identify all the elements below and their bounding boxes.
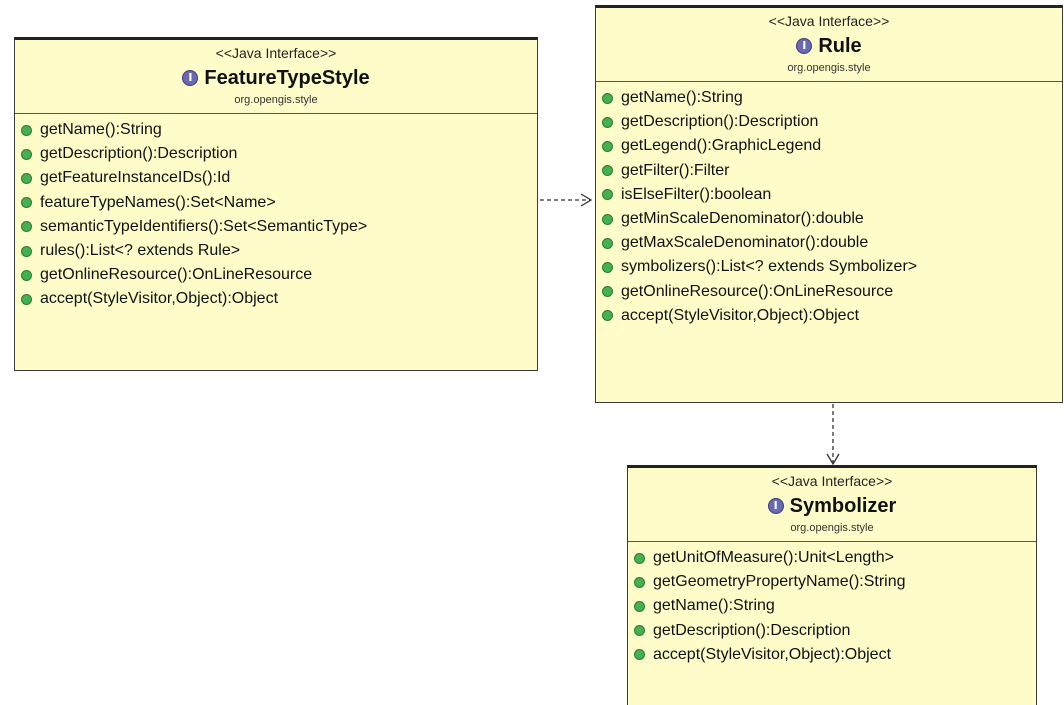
interface-box-featuretypestyle[interactable]: <<Java Interface>> I FeatureTypeStyle or… — [14, 37, 538, 371]
operation-item[interactable]: getFeatureInstanceIDs():Id — [21, 166, 531, 190]
operation-signature: getLegend():GraphicLegend — [621, 137, 822, 155]
interface-title: I FeatureTypeStyle — [19, 65, 533, 91]
public-method-icon — [21, 245, 32, 257]
interface-header: <<Java Interface>> I Rule org.opengis.st… — [596, 8, 1062, 82]
package-label: org.opengis.style — [787, 62, 871, 74]
interface-name: Symbolizer — [789, 495, 897, 517]
operation-item[interactable]: getOnlineResource():OnLineResource — [21, 263, 531, 287]
operations-list: getName():String getDescription():Descri… — [15, 114, 537, 316]
operation-signature: accept(StyleVisitor,Object):Object — [621, 306, 860, 324]
operation-signature: getMinScaleDenominator():double — [621, 210, 864, 228]
interface-header: <<Java Interface>> I FeatureTypeStyle or… — [15, 40, 537, 114]
arrowhead-to-symbolizer — [826, 453, 840, 466]
public-method-icon — [21, 124, 32, 136]
public-method-icon — [634, 649, 645, 661]
operation-signature: getUnitOfMeasure():Unit<Length> — [653, 549, 895, 566]
operation-item[interactable]: getName():String — [602, 86, 1056, 110]
operation-signature: isElseFilter():boolean — [621, 185, 772, 203]
operation-item[interactable]: getMinScaleDenominator():double — [602, 207, 1056, 231]
public-method-icon — [602, 141, 613, 152]
package-label: org.opengis.style — [790, 522, 874, 534]
operation-signature: symbolizers():List<? extends Symbolizer> — [621, 258, 918, 276]
operation-item[interactable]: getMaxScaleDenominator():double — [602, 231, 1056, 255]
operation-item[interactable]: getLegend():GraphicLegend — [602, 134, 1056, 158]
interface-box-symbolizer[interactable]: <<Java Interface>> I Symbolizer org.open… — [627, 465, 1037, 705]
operation-item[interactable]: featureTypeNames():Set<Name> — [21, 191, 531, 215]
public-method-icon — [634, 625, 645, 637]
interface-i-icon: I — [796, 38, 813, 54]
operation-signature: getDescription():Description — [653, 621, 851, 639]
interface-name: Rule — [818, 35, 862, 57]
public-method-icon — [602, 286, 613, 298]
public-method-icon — [602, 189, 613, 201]
public-method-icon — [634, 601, 645, 612]
operations-list: getName():String getDescription():Descri… — [596, 82, 1062, 332]
interface-title: I Rule — [600, 33, 1058, 59]
operation-item[interactable]: symbolizers():List<? extends Symbolizer> — [602, 255, 1056, 279]
public-method-icon — [21, 269, 32, 281]
public-method-icon — [21, 148, 32, 160]
operation-signature: getFeatureInstanceIDs():Id — [40, 169, 231, 187]
operations-list: getUnitOfMeasure():Unit<Length> getGeome… — [628, 542, 1036, 671]
operation-signature: getDescription():Description — [40, 145, 238, 163]
operation-item[interactable]: getName():String — [634, 594, 1030, 618]
operation-signature: getMaxScaleDenominator():double — [621, 234, 869, 252]
public-method-icon — [602, 165, 613, 177]
operation-item[interactable]: getName():String — [21, 118, 531, 142]
operation-signature: accept(StyleVisitor,Object):Object — [653, 645, 892, 663]
operation-signature: semanticTypeIdentifiers():Set<SemanticTy… — [40, 217, 368, 235]
interface-i-icon: I — [767, 498, 784, 514]
operation-item[interactable]: getUnitOfMeasure():Unit<Length> — [634, 546, 1030, 570]
operation-signature: featureTypeNames():Set<Name> — [40, 193, 276, 211]
public-method-icon — [21, 197, 32, 209]
public-method-icon — [602, 310, 613, 322]
operation-item[interactable]: accept(StyleVisitor,Object):Object — [602, 304, 1056, 328]
public-method-icon — [21, 221, 32, 233]
operation-signature: getName():String — [621, 89, 743, 106]
operation-signature: getOnlineResource():OnLineResource — [40, 266, 313, 284]
operation-item[interactable]: getDescription():Description — [634, 619, 1030, 643]
stereotype-label: <<Java Interface>> — [215, 45, 337, 61]
public-method-icon — [602, 262, 613, 274]
operation-item[interactable]: isElseFilter():boolean — [602, 183, 1056, 207]
interface-name: FeatureTypeStyle — [204, 67, 370, 89]
operation-signature: getDescription():Description — [621, 113, 819, 131]
operation-signature: getName():String — [653, 597, 775, 615]
operation-signature: getOnlineResource():OnLineResource — [621, 282, 894, 300]
interface-i-icon: I — [182, 70, 199, 86]
public-method-icon — [602, 213, 613, 225]
interface-title: I Symbolizer — [632, 493, 1032, 519]
operation-signature: getGeometryPropertyName():String — [653, 573, 906, 591]
public-method-icon — [634, 576, 645, 588]
interface-box-rule[interactable]: <<Java Interface>> I Rule org.opengis.st… — [595, 5, 1063, 403]
operation-item[interactable]: getGeometryPropertyName():String — [634, 570, 1030, 594]
operation-signature: accept(StyleVisitor,Object):Object — [40, 290, 279, 308]
operation-item[interactable]: rules():List<? extends Rule> — [21, 239, 531, 263]
public-method-icon — [602, 92, 613, 104]
operation-item[interactable]: getDescription():Description — [21, 142, 531, 166]
public-method-icon — [634, 552, 645, 564]
operation-signature: getName():String — [40, 121, 162, 138]
operation-item[interactable]: getDescription():Description — [602, 110, 1056, 134]
operation-item[interactable]: accept(StyleVisitor,Object):Object — [634, 643, 1030, 667]
public-method-icon — [602, 116, 613, 128]
stereotype-label: <<Java Interface>> — [768, 13, 890, 29]
operation-item[interactable]: semanticTypeIdentifiers():Set<SemanticTy… — [21, 215, 531, 239]
public-method-icon — [21, 294, 32, 306]
operation-signature: rules():List<? extends Rule> — [40, 242, 241, 260]
stereotype-label: <<Java Interface>> — [771, 473, 893, 489]
public-method-icon — [602, 237, 613, 249]
interface-header: <<Java Interface>> I Symbolizer org.open… — [628, 468, 1036, 542]
operation-item[interactable]: getFilter():Filter — [602, 159, 1056, 183]
operation-item[interactable]: getOnlineResource():OnLineResource — [602, 280, 1056, 304]
package-label: org.opengis.style — [234, 94, 318, 106]
arrowhead-to-rule — [580, 193, 593, 207]
operation-item[interactable]: accept(StyleVisitor,Object):Object — [21, 287, 531, 311]
public-method-icon — [21, 173, 32, 184]
operation-signature: getFilter():Filter — [621, 161, 730, 179]
